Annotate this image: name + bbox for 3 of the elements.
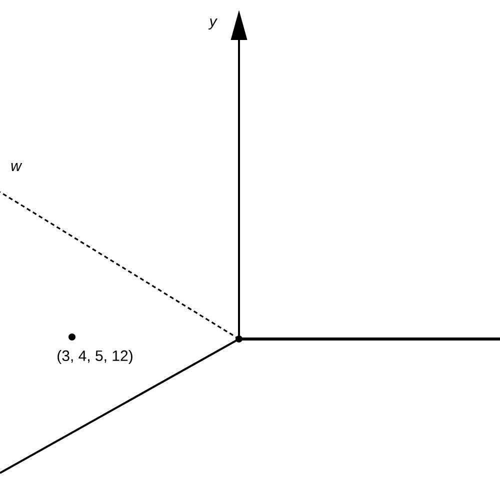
- axis-label: w: [11, 163, 22, 171]
- point-label: (3, 4, 5, 12): [58, 350, 132, 364]
- axis-label: y: [208, 18, 218, 30]
